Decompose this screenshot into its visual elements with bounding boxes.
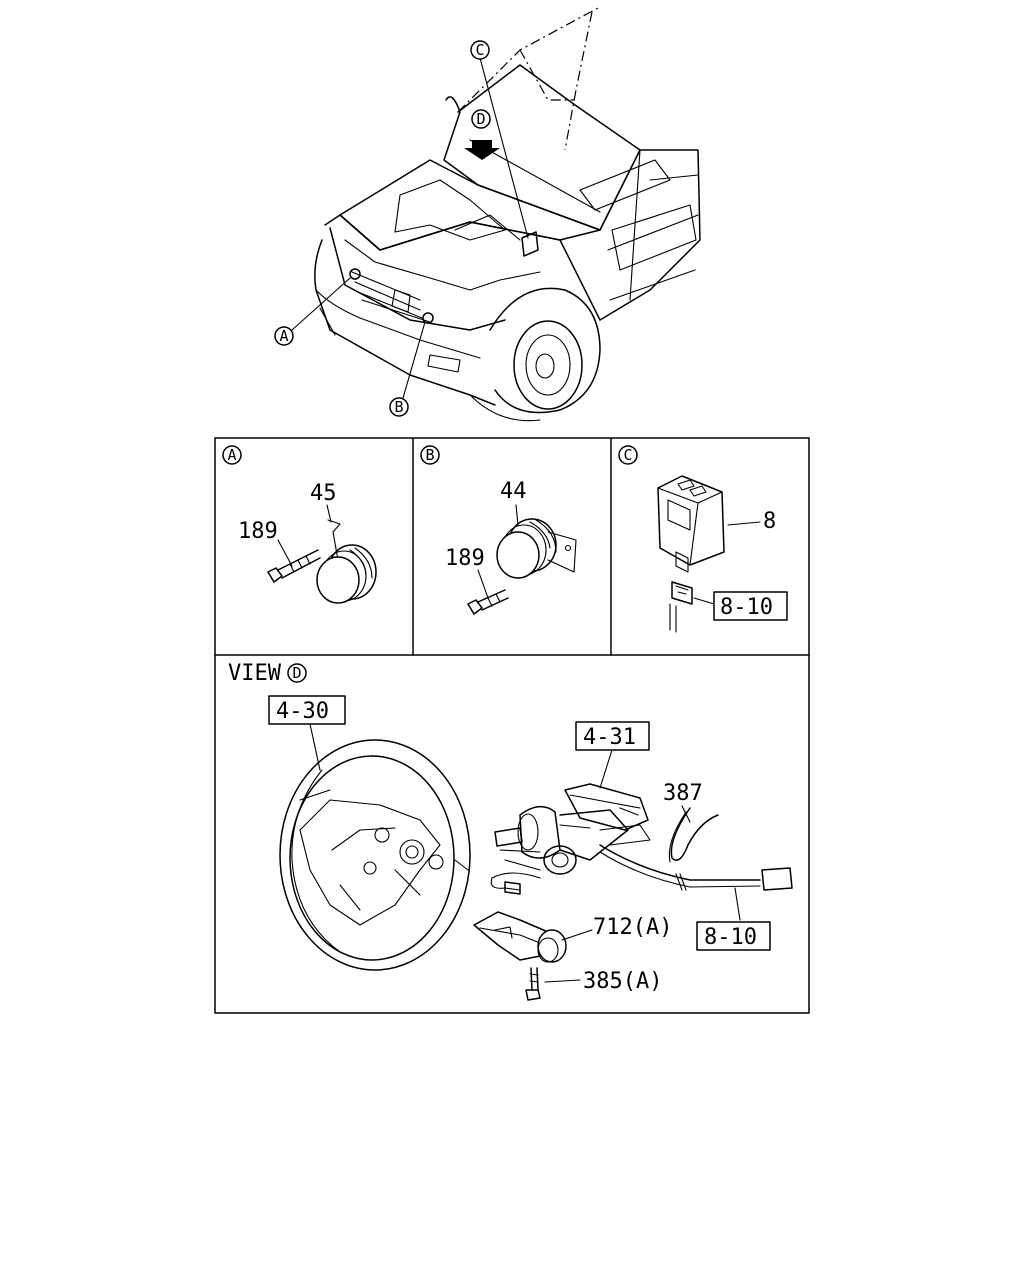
part-number-189-a: 189	[238, 519, 278, 544]
steering-wheel-icon	[279, 739, 471, 971]
panel-c-callout: C	[623, 446, 632, 464]
harness-connector-icon	[669, 581, 693, 633]
view-d-callout: D	[292, 664, 301, 682]
bolt-189-icon	[267, 549, 321, 583]
part-number-8: 8	[763, 509, 776, 534]
steering-sensor-icon	[473, 911, 567, 963]
bolt-189-b-icon	[467, 589, 509, 615]
screw-icon	[525, 967, 541, 1001]
part-number-385a: 385(A)	[583, 969, 662, 994]
horn-45-icon	[316, 519, 377, 604]
ref-8-10-c: 8-10	[720, 595, 773, 620]
part-number-45: 45	[310, 481, 337, 506]
horn-44-icon	[496, 518, 577, 579]
control-module-8-icon	[657, 475, 725, 573]
panel-frames	[214, 437, 810, 1014]
ref-8-10-view: 8-10	[704, 925, 757, 950]
panel-b: B 44 189	[420, 445, 577, 615]
view-d-panel: VIEW D 4-30	[228, 661, 793, 1001]
panel-a: A 45 189	[222, 445, 377, 604]
part-number-189-b: 189	[445, 546, 485, 571]
part-number-44: 44	[500, 479, 527, 504]
callout-c-label: C	[475, 41, 484, 59]
part-number-387: 387	[663, 781, 703, 806]
panel-b-callout: B	[425, 446, 434, 464]
panel-a-callout: A	[227, 446, 236, 464]
steering-column-icon	[494, 783, 651, 875]
callout-a-label: A	[279, 327, 288, 345]
callout-b-label: B	[394, 398, 403, 416]
part-number-712a: 712(A)	[593, 915, 672, 940]
ref-4-30: 4-30	[276, 699, 329, 724]
callout-d-label: D	[476, 110, 485, 128]
vehicle-overview: C D A B	[274, 7, 701, 422]
wiring-harness-icon	[490, 844, 793, 895]
panel-c: C 8 8-10	[618, 445, 788, 633]
ref-4-31: 4-31	[583, 725, 636, 750]
cable-tie-icon	[668, 807, 719, 863]
view-label: VIEW	[228, 661, 282, 686]
